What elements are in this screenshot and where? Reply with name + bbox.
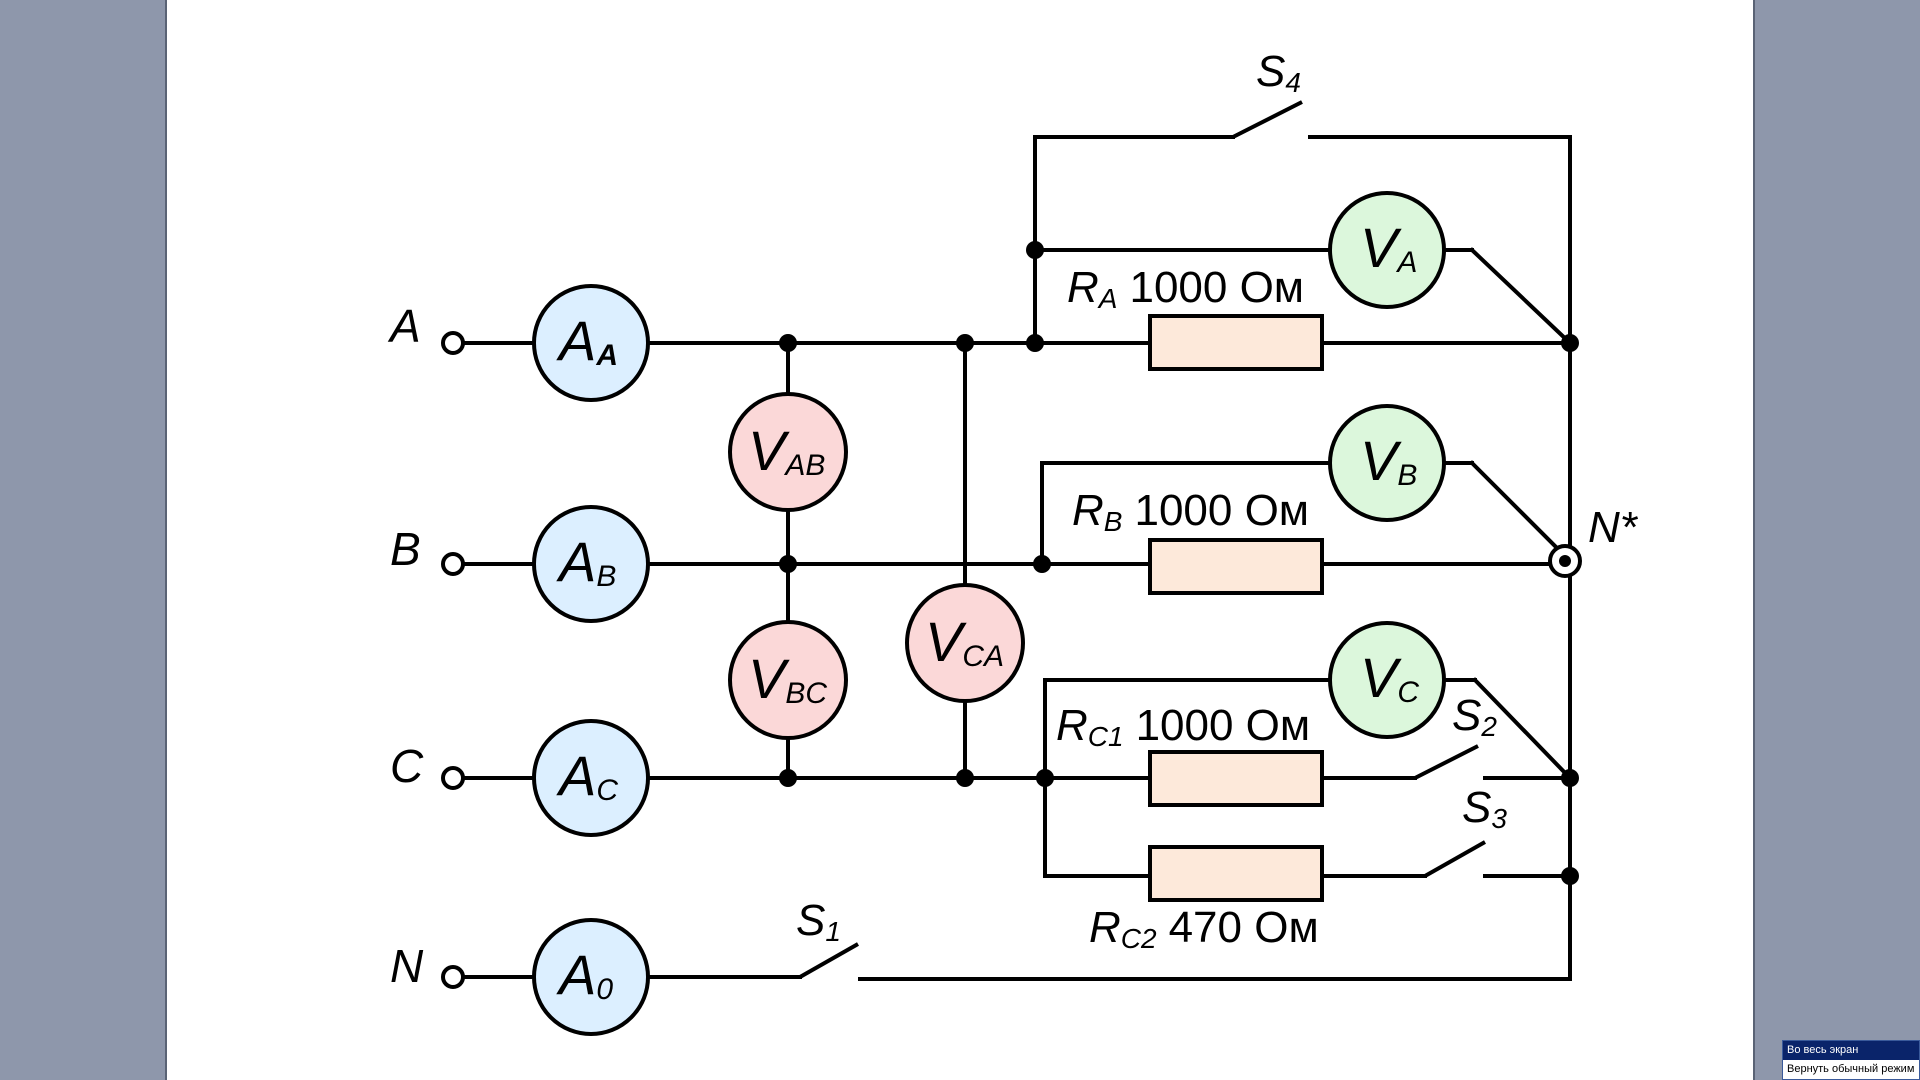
ammeter-a0: A0 xyxy=(532,918,650,1036)
resistor-rc1 xyxy=(1148,750,1324,807)
ammeter-ac: AC xyxy=(532,719,650,837)
resistor-rc2 xyxy=(1148,845,1324,902)
svg-text:AB: AB xyxy=(556,530,616,593)
resistor-rb xyxy=(1148,538,1324,595)
neutral-node xyxy=(1548,544,1582,578)
terminal-label-c: C xyxy=(390,740,424,792)
svg-text:VAB: VAB xyxy=(748,419,825,482)
junction-dot xyxy=(956,334,974,352)
terminal-n xyxy=(441,965,465,989)
voltmeter-vbc: VBC xyxy=(728,620,848,740)
voltmeter-vca: VCA xyxy=(905,583,1025,703)
right-panel xyxy=(1754,0,1920,1080)
voltmeter-vab: VAB xyxy=(728,392,848,512)
switch-label-s3: S3 xyxy=(1462,783,1507,834)
terminal-b xyxy=(441,552,465,576)
junction-dot xyxy=(1026,241,1044,259)
popup-menu: Во весь экран Вернуть обычный режим xyxy=(1782,1040,1920,1080)
terminal-label-a: A xyxy=(387,300,421,352)
resistor-ra xyxy=(1148,314,1324,371)
junction-dot xyxy=(1561,334,1579,352)
menu-item-normal-mode[interactable]: Вернуть обычный режим xyxy=(1787,1063,1915,1075)
junction-dot xyxy=(956,769,974,787)
svg-text:VC: VC xyxy=(1360,646,1419,709)
terminal-label-b: B xyxy=(390,523,421,575)
svg-text:AC: AC xyxy=(556,744,618,807)
voltmeter-vb: VB xyxy=(1328,404,1446,522)
junction-dot xyxy=(1036,769,1054,787)
junction-dot xyxy=(779,334,797,352)
ammeter-ab: AB xyxy=(532,505,650,623)
junction-dot xyxy=(1561,867,1579,885)
svg-text:VCA: VCA xyxy=(925,610,1004,673)
voltmeter-vc: VC xyxy=(1328,621,1446,739)
svg-text:VB: VB xyxy=(1360,429,1417,492)
voltmeter-va: VA xyxy=(1328,191,1446,309)
terminals xyxy=(441,331,465,989)
switch-label-s1: S1 xyxy=(796,896,841,947)
svg-text:VBC: VBC xyxy=(748,647,827,710)
neutral-node-label: N* xyxy=(1588,503,1639,552)
junctions xyxy=(779,241,1579,885)
junction-dot xyxy=(1026,334,1044,352)
terminal-a xyxy=(441,331,465,355)
terminal-label-n: N xyxy=(390,940,424,992)
terminal-c xyxy=(441,766,465,790)
junction-dot xyxy=(779,769,797,787)
junction-dot xyxy=(1561,769,1579,787)
switch-label-s4: S4 xyxy=(1256,47,1301,98)
svg-text:AA: AA xyxy=(556,309,618,372)
left-panel xyxy=(0,0,166,1080)
switch-label-s2: S2 xyxy=(1452,691,1497,742)
ammeter-aa: AA xyxy=(532,284,650,402)
svg-text:VA: VA xyxy=(1360,216,1417,279)
svg-text:A0: A0 xyxy=(556,943,613,1006)
menu-item-fullscreen[interactable]: Во весь экран xyxy=(1783,1041,1919,1060)
junction-dot xyxy=(1033,555,1051,573)
junction-dot xyxy=(779,555,797,573)
slide-canvas xyxy=(166,0,1754,1080)
